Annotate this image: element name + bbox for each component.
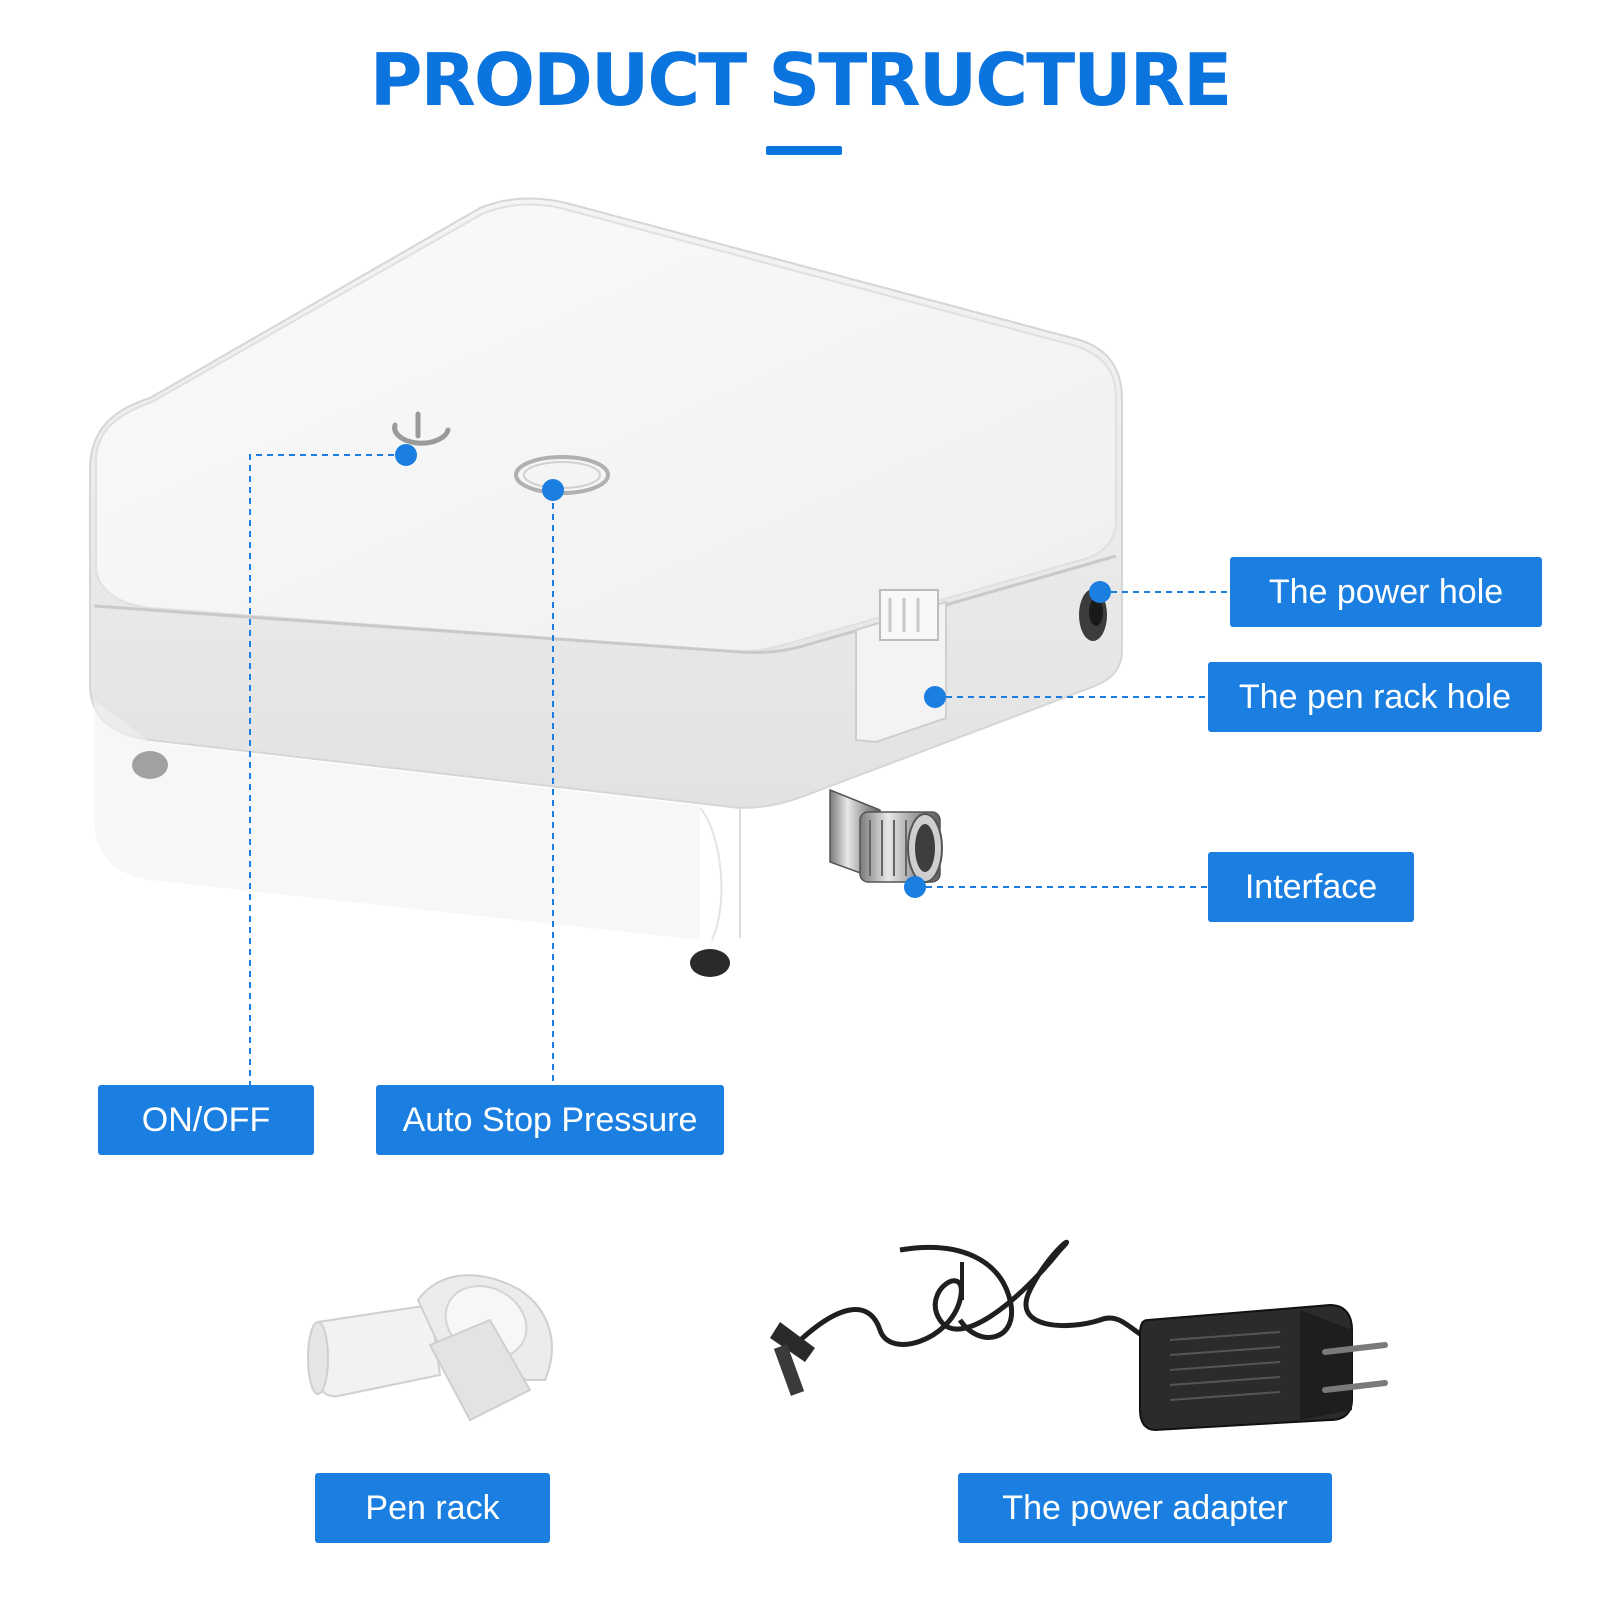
power-adapter-illustration	[770, 1239, 1388, 1432]
title-underline	[766, 146, 842, 155]
label-interface: Interface	[1208, 852, 1414, 922]
page-title: PRODUCT STRUCTURE	[0, 38, 1600, 122]
label-pen-rack: Pen rack	[315, 1473, 550, 1543]
label-auto-stop-pressure: Auto Stop Pressure	[376, 1085, 724, 1155]
label-power-adapter: The power adapter	[958, 1473, 1332, 1543]
title-word-product: PRODUCT	[369, 38, 748, 122]
label-pen-rack-hole: The pen rack hole	[1208, 662, 1542, 732]
leader-lines	[249, 454, 1230, 1085]
label-power-hole: The power hole	[1230, 557, 1542, 627]
label-on-off: ON/OFF	[98, 1085, 314, 1155]
pen-rack-illustration	[307, 1274, 553, 1422]
compressor-body	[89, 197, 1123, 941]
pen-rack-slot	[855, 589, 947, 744]
power-icon	[392, 411, 451, 446]
title-word-structure: STRUCTURE	[768, 38, 1232, 122]
callout-dots	[395, 444, 1111, 898]
air-outlet-fitting	[829, 788, 943, 883]
